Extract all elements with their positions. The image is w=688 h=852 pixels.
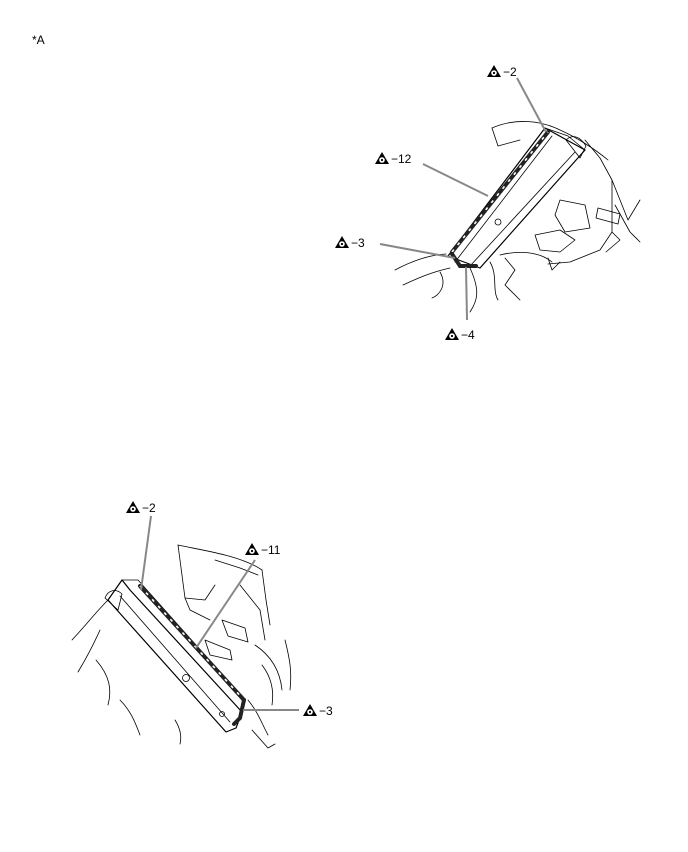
callout-text: −4	[461, 328, 475, 342]
callout-text: −2	[503, 65, 517, 79]
bottom-seal-bar	[104, 579, 246, 733]
top-seal-bar	[447, 127, 587, 269]
bottom-callout-3: −3	[303, 704, 333, 718]
top-callout-4: −4	[445, 328, 475, 342]
sealant-triangle-icon	[375, 152, 389, 164]
sealant-triangle-icon	[245, 543, 259, 555]
top-callout-2: −2	[487, 65, 517, 79]
callout-text: −3	[319, 704, 333, 718]
sealant-triangle-icon	[126, 501, 140, 513]
sealant-triangle-icon	[303, 704, 317, 716]
callout-text: −11	[261, 543, 281, 557]
callout-text: −3	[351, 236, 365, 250]
callout-text: −2	[142, 501, 156, 515]
view-label: *A	[32, 33, 45, 47]
sealant-triangle-icon	[335, 236, 349, 248]
top-assembly-illustration	[394, 121, 641, 313]
top-callout-12: −12	[375, 152, 412, 166]
callout-text: −12	[391, 152, 412, 166]
sealant-triangle-icon	[445, 328, 459, 340]
top-callout-3: −3	[335, 236, 365, 250]
top-vehicle-body-lines	[394, 121, 641, 313]
sealant-triangle-icon	[487, 65, 501, 77]
bottom-callout-2: −2	[126, 501, 156, 515]
bottom-assembly-illustration	[71, 544, 292, 749]
bottom-callout-11: −11	[245, 543, 281, 557]
bottom-vehicle-body-lines	[71, 544, 292, 749]
